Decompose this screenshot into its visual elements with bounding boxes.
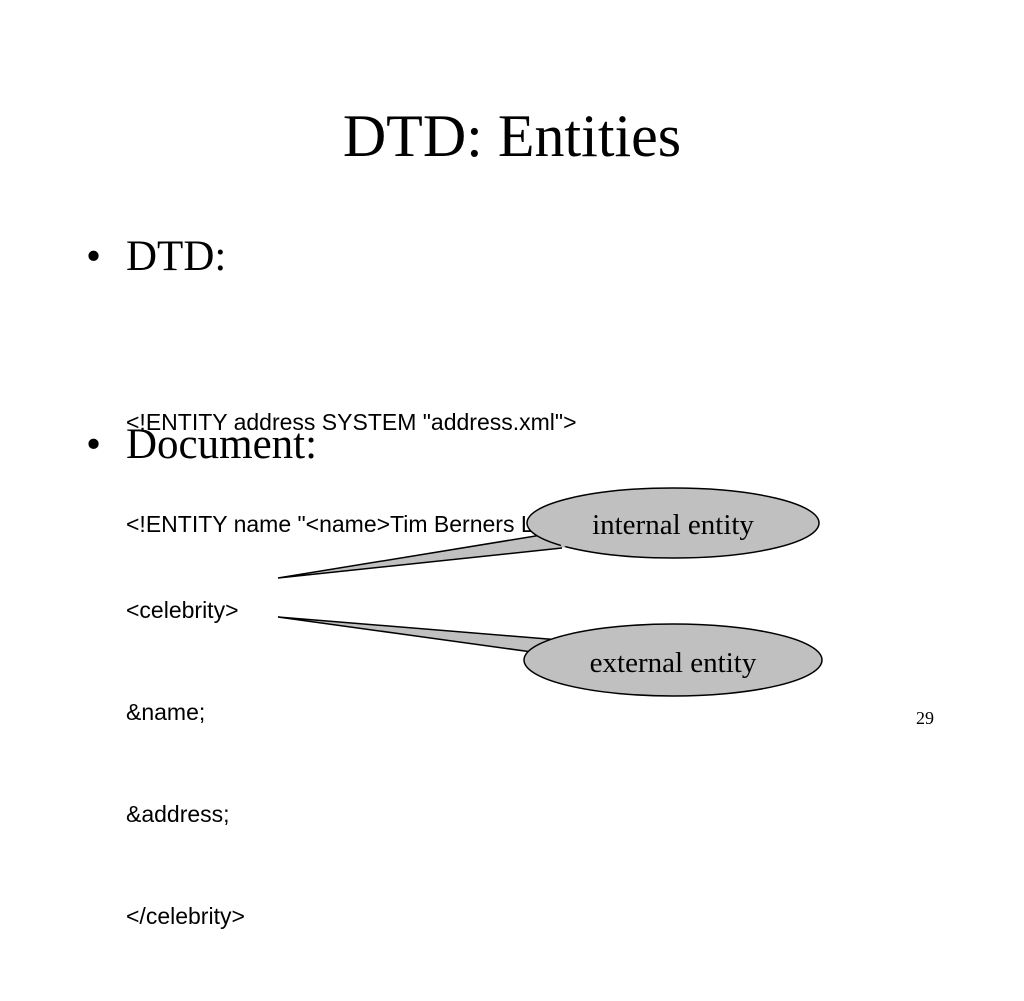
external-callout-text: external entity <box>590 647 757 679</box>
code-line: &name; <box>126 699 206 725</box>
page-number: 29 <box>916 708 934 728</box>
external-entity-callout: external entity <box>277 616 823 697</box>
external-callout-pointer <box>277 616 561 653</box>
code-line: <celebrity> <box>126 597 239 623</box>
slide: DTD: Entities • DTD: <!ENTITY address SYS… <box>86 103 934 929</box>
internal-callout-text: internal entity <box>592 509 754 541</box>
dtd-code-block: <!ENTITY address SYSTEM "address.xml"> <… <box>126 337 672 609</box>
bullet-dtd: • DTD: <box>86 232 226 282</box>
internal-callout-pointer <box>277 531 563 579</box>
external-callout-bubble <box>523 623 823 697</box>
bullet-label: Document: <box>126 421 318 468</box>
code-line: <!ENTITY address SYSTEM "address.xml"> <box>126 409 577 435</box>
external-callout-join <box>535 639 557 654</box>
slide-title: DTD: Entities <box>342 103 682 169</box>
internal-entity-callout: internal entity <box>277 487 820 579</box>
bullet-dot: • <box>86 421 102 468</box>
code-line: &address; <box>126 801 230 827</box>
code-line: </celebrity> <box>126 903 245 929</box>
bullet-label: DTD: <box>126 233 227 280</box>
bullet-document: • Document: <box>86 420 317 470</box>
internal-callout-bubble <box>526 487 820 559</box>
callouts: internal entity external entity <box>277 487 823 697</box>
internal-callout-join <box>554 530 566 548</box>
bullet-dot: • <box>86 233 102 280</box>
